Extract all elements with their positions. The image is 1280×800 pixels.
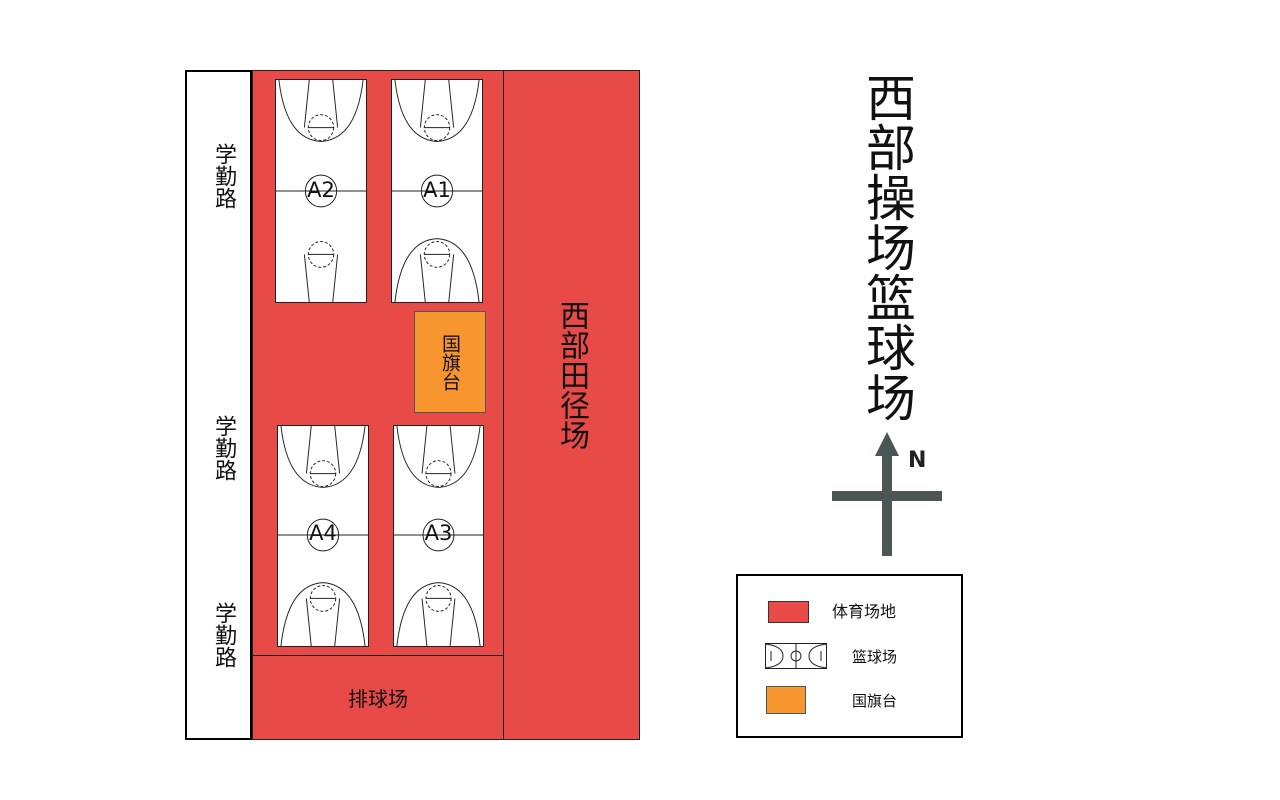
court-a4[interactable]: A4 bbox=[277, 425, 369, 647]
legend-court-label: 篮球场 bbox=[852, 648, 898, 666]
road-label-north: 学勤路 bbox=[211, 143, 236, 209]
court-a4-lines bbox=[278, 425, 368, 647]
map-title: 西部操场篮球场 bbox=[858, 72, 916, 422]
road-label-south: 学勤路 bbox=[211, 602, 236, 668]
compass-icon bbox=[832, 432, 942, 556]
flag-stage-label: 国旗台 bbox=[439, 333, 461, 391]
road-label-middle: 学勤路 bbox=[211, 415, 236, 481]
legend-flag-label: 国旗台 bbox=[852, 692, 898, 710]
legend-flag-swatch bbox=[766, 686, 806, 714]
court-a2-lines bbox=[276, 79, 366, 303]
track-field-label: 西部田径场 bbox=[554, 300, 589, 450]
legend-sports-label: 体育场地 bbox=[832, 602, 897, 621]
court-a4-label: A4 bbox=[309, 521, 337, 545]
court-a2-label: A2 bbox=[307, 178, 335, 202]
court-a3[interactable]: A3 bbox=[393, 425, 484, 647]
volleyball-area[interactable]: 排球场 bbox=[252, 655, 504, 740]
road-strip bbox=[185, 70, 252, 740]
volleyball-label: 排球场 bbox=[348, 687, 408, 711]
court-a3-lines bbox=[394, 425, 483, 647]
compass-north-label: N bbox=[908, 448, 927, 473]
court-a1-label: A1 bbox=[423, 178, 451, 202]
court-a1-lines bbox=[392, 79, 482, 303]
court-a1[interactable]: A1 bbox=[391, 79, 483, 303]
legend-court-icon bbox=[765, 643, 827, 669]
court-a3-label: A3 bbox=[424, 521, 453, 545]
flag-stage[interactable]: 国旗台 bbox=[414, 311, 486, 413]
legend-sports-swatch bbox=[768, 601, 809, 623]
track-field-area[interactable] bbox=[503, 70, 640, 740]
court-a2[interactable]: A2 bbox=[275, 79, 367, 303]
